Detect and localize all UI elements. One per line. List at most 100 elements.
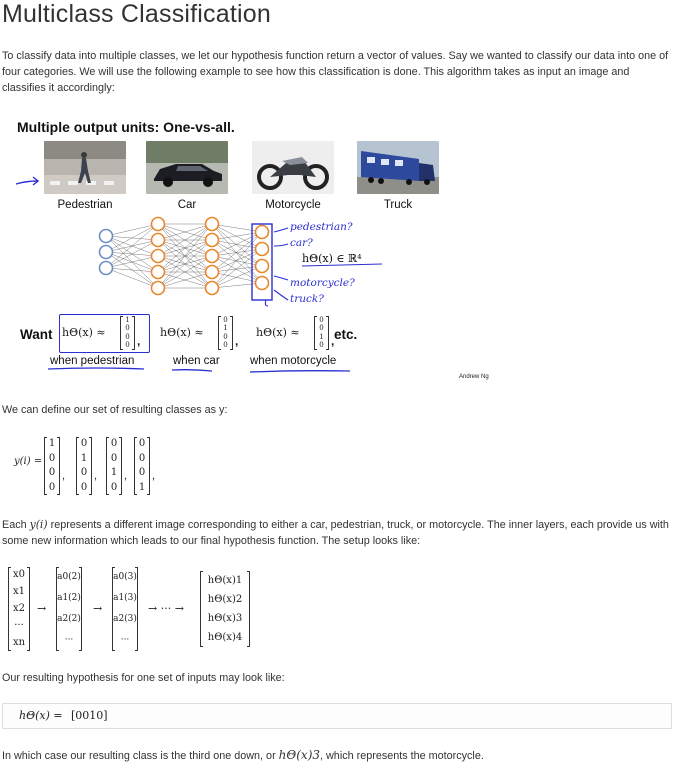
neural-network-diagram: pedestrian? car? motorcycle? truck? hΘ(x… [98, 216, 383, 307]
bracket-left [56, 567, 59, 651]
vector-entry: hΘ(x)3 [207, 612, 243, 624]
network-edge [157, 255, 213, 289]
hw-motorcycle: motorcycle? [290, 277, 355, 289]
code-lhs: hΘ(x) = [19, 709, 63, 722]
network-edge [211, 255, 263, 267]
vector-entry: x1 [12, 586, 25, 598]
vector-entry: 0 [138, 452, 146, 464]
vector-entry: 0 [125, 324, 130, 333]
hand-arrow-icon [15, 176, 40, 186]
bracket-right [326, 316, 329, 350]
pedestrian-photo [44, 141, 126, 194]
arrow-icon: → [37, 602, 47, 615]
bracket-left [112, 567, 115, 651]
vector-entry: ··· [120, 635, 130, 645]
bracket-left [120, 316, 123, 350]
hw-pedestrian: pedestrian? [290, 221, 353, 233]
vector-entry: 0 [110, 481, 118, 493]
vector-entry: 1 [138, 481, 146, 493]
hidden-node [204, 216, 220, 232]
network-edges [105, 223, 263, 289]
bracket-right [89, 437, 92, 495]
vector-entry: ··· [64, 635, 74, 645]
vector-entry: hΘ(x)1 [207, 574, 243, 586]
bracket-left [76, 437, 79, 495]
network-edge [105, 267, 159, 289]
vector-entry: 0 [48, 481, 56, 493]
vector-entry: 0 [110, 438, 118, 450]
vector-entry: a1(3) [113, 593, 137, 603]
network-edge [211, 239, 263, 284]
output-node [254, 275, 270, 291]
vector-entry: 0 [223, 341, 228, 350]
y-label: y(i) = [14, 456, 43, 467]
hidden-node [150, 264, 166, 280]
vector-entry: 0 [80, 438, 88, 450]
vector-entry: 0 [48, 467, 56, 479]
bracket-right [79, 567, 82, 651]
output-node [254, 258, 270, 274]
want-label: Want [20, 327, 53, 342]
vector-entry: a0(2) [57, 572, 81, 582]
when-car: when car [173, 355, 220, 367]
comma: , [235, 334, 239, 348]
approx-2: hΘ(x) ≈ [160, 326, 204, 339]
final-math: hΘ(x)3 [278, 748, 321, 762]
bracket-right [247, 571, 250, 647]
caption-pedestrian: Pedestrian [57, 199, 113, 211]
hw-car: car? [290, 237, 313, 249]
bracket-left [106, 437, 109, 495]
bracket-left [314, 316, 317, 350]
vector-entry: 0 [319, 341, 324, 350]
car-photo [146, 141, 228, 194]
vector-entry: a0(3) [113, 572, 137, 582]
network-edge [157, 223, 213, 289]
slide-title: Multiple output units: One-vs-all. [17, 119, 235, 135]
bracket-right [147, 437, 150, 495]
network-edge [211, 239, 263, 267]
vector-entry: 0 [319, 315, 324, 324]
vector-entry: 1 [48, 438, 56, 450]
vector-entry: hΘ(x)4 [207, 631, 243, 643]
vector-entry: 0 [110, 452, 118, 464]
network-edge [105, 255, 159, 269]
vector-entry: xn [12, 636, 26, 648]
vector-entry: 1 [319, 332, 324, 341]
bracket-left [8, 567, 11, 651]
page-title: Multiclass Classification [2, 0, 271, 28]
vector-entry: 1 [125, 315, 130, 324]
vector-entry: ··· [14, 619, 24, 631]
motorcycle-photo [252, 141, 334, 194]
comma: , [94, 470, 98, 482]
vector-entry: a1(2) [57, 593, 81, 603]
hidden-node [204, 232, 220, 248]
vector-entry: 0 [138, 438, 146, 450]
input-node [98, 228, 114, 244]
hw-truck: truck? [290, 293, 324, 305]
network-edge [211, 248, 263, 289]
network-edge [157, 223, 213, 273]
network-edge [157, 223, 213, 257]
arrow-icon: → ··· → [148, 602, 184, 615]
bracket-left [44, 437, 47, 495]
network-edge [157, 223, 213, 241]
vector-entry: x2 [12, 602, 25, 614]
network-edge [211, 265, 263, 273]
vector-entry: a2(3) [113, 614, 137, 624]
vector-entry: 0 [223, 332, 228, 341]
network-edge [105, 223, 159, 269]
vector-entry: 0 [80, 467, 88, 479]
bracket-right [119, 437, 122, 495]
network-edge [211, 231, 263, 289]
comma: , [62, 470, 66, 482]
comma: , [152, 470, 156, 482]
vector-entry: 0 [319, 324, 324, 333]
vector-entry: 0 [125, 332, 130, 341]
